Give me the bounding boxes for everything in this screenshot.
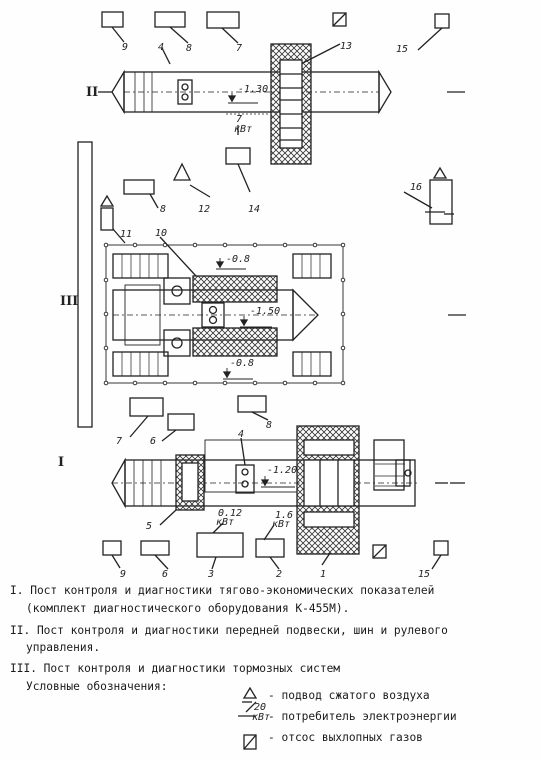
callout-15b: 15 — [418, 569, 430, 580]
equipment-box — [102, 540, 122, 556]
air-supply-symbol — [172, 162, 192, 181]
equipment-box — [434, 13, 450, 29]
callout-8: 8 — [186, 43, 192, 54]
power-unit: кВт — [216, 517, 234, 528]
row-iii-station — [77, 141, 466, 428]
legend-power-unit: кВт — [252, 712, 270, 723]
callout-5: 5 — [146, 521, 152, 532]
legend-power-value: 20 — [254, 702, 266, 713]
callout-11: 11 — [120, 229, 132, 240]
power-value: 0.12 — [218, 508, 242, 519]
equipment-box — [255, 538, 285, 558]
level-mark: -1.50 — [250, 306, 280, 317]
legend-symbols — [238, 686, 258, 750]
callout-7: 7 — [236, 43, 242, 54]
bench — [77, 141, 93, 428]
callout-8b: 8 — [160, 204, 166, 215]
callout-8c: 8 — [266, 420, 272, 431]
callout-10: 10 — [155, 228, 167, 239]
power-value: 1.6 — [275, 510, 293, 521]
row-label-iii: III — [60, 294, 78, 309]
legend-item-exhaust: - отсос выхлопных газов — [268, 731, 423, 744]
legend-title: Условные обозначения: — [26, 680, 168, 693]
callout-15: 15 — [396, 44, 408, 55]
callout-9: 9 — [122, 42, 128, 53]
level-mark: -0.8 — [226, 254, 250, 265]
equipment-box — [167, 413, 195, 431]
caption-line-1: I. Пост контроля и диагностики тягово-эк… — [10, 584, 435, 597]
level-mark: -1.20 — [267, 465, 297, 476]
row-i-station — [102, 395, 465, 570]
equipment-box — [100, 207, 114, 231]
legend-item-air: - подвод сжатого воздуха — [268, 689, 430, 702]
power-value: 7 — [236, 114, 242, 125]
level-mark: -0.8 — [230, 358, 254, 369]
callout-6: 6 — [150, 436, 156, 447]
caption-line-2: (комплект диагностического оборудования … — [26, 602, 350, 615]
equipment-box — [196, 532, 244, 558]
callout-14: 14 — [248, 204, 260, 215]
exhaust-symbol — [332, 12, 347, 27]
callout-2: 2 — [276, 569, 282, 580]
equipment-box — [140, 540, 170, 556]
callout-16: 16 — [410, 182, 422, 193]
exhaust-symbol — [372, 544, 387, 559]
equipment-box — [101, 11, 124, 28]
power-unit: кВт — [272, 519, 290, 530]
legend-item-power: - потребитель электроэнергии — [268, 710, 457, 723]
equipment-box — [129, 397, 164, 417]
equipment-box — [123, 179, 155, 195]
power-unit: кВт — [234, 124, 252, 135]
callout-6b: 6 — [162, 569, 168, 580]
callout-12: 12 — [198, 204, 210, 215]
row-label-ii: II — [86, 85, 98, 100]
callout-3: 3 — [207, 569, 214, 580]
caption-line-5: III. Пост контроля и диагностики тормозн… — [10, 662, 341, 675]
caption-line-4: управления. — [26, 641, 101, 654]
callout-4: 4 — [158, 42, 164, 53]
caption-line-3: II. Пост контроля и диагностики передней… — [10, 624, 448, 637]
air-supply-symbol — [242, 686, 258, 699]
level-mark: -1.30 — [238, 84, 268, 95]
callout-13: 13 — [340, 41, 352, 52]
exhaust-symbol — [243, 734, 257, 750]
equipment-box — [237, 395, 267, 413]
callout-7b: 7 — [116, 436, 122, 447]
callout-1: 1 — [320, 569, 326, 580]
equipment-box — [206, 11, 240, 29]
equipment-box — [429, 179, 453, 225]
callout-9b: 9 — [120, 569, 126, 580]
equipment-box — [225, 147, 251, 165]
callout-4b: 4 — [238, 429, 244, 440]
equipment-box — [154, 11, 186, 28]
row-label-i: I — [58, 455, 64, 470]
equipment-box — [433, 540, 449, 556]
row-ii-station — [98, 11, 465, 193]
